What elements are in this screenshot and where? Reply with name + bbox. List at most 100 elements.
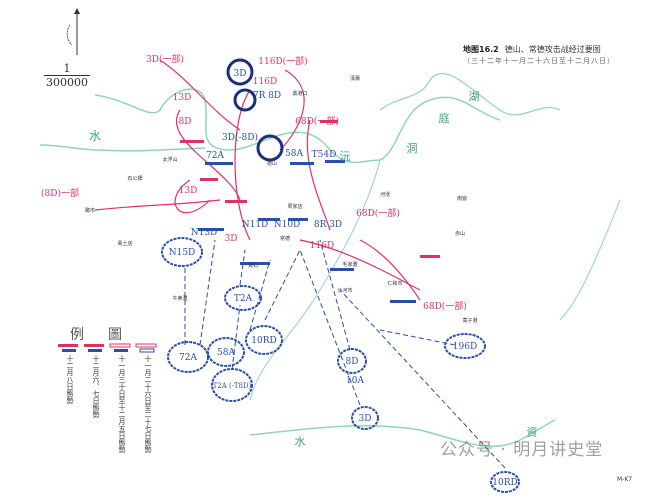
place-name: 石公橋: [127, 175, 142, 182]
scale-denominator: 300000: [44, 75, 90, 89]
place-name: 太浮山: [162, 156, 177, 163]
legend-symbol-nov26: [135, 343, 157, 353]
blue-route: [319, 239, 351, 351]
units: 3D(一部)13D8D116D(一部)116D68D(一部)13D3D116D6…: [41, 53, 520, 493]
front-line-marker: [390, 300, 416, 303]
water-label: 水: [295, 435, 306, 448]
place-name: 常德: [280, 235, 290, 242]
unit-ring: [224, 285, 262, 311]
map-name: 德山、常德攻击战经过要图: [504, 45, 601, 54]
legend-title: 例圖: [70, 327, 146, 343]
red-route: [159, 59, 241, 131]
unit-ring: [211, 368, 253, 402]
blue-circled-unit-label: 10RD: [492, 478, 517, 488]
place-name: 黃土店: [117, 240, 132, 247]
map-number: 地图16.2: [463, 45, 499, 54]
unit-ring: [245, 325, 283, 355]
red-unit-label: 116D: [253, 77, 277, 87]
red-route: [299, 239, 421, 291]
map-dates: （三十二年十一月二十六日至十二月八日）: [463, 57, 615, 65]
front-line-marker: [225, 200, 247, 203]
red-route: [279, 69, 305, 151]
legend-label-nov26: 十一月二十六日至二十七日態勢: [144, 355, 152, 453]
place-name: 南嶽: [457, 195, 467, 202]
unit-ring: [337, 348, 367, 374]
unit-ring: [207, 337, 245, 367]
blue-unit-label: N13D: [191, 228, 218, 238]
front-line-marker: [200, 178, 218, 181]
place-name: 牛鼻灘: [172, 295, 187, 302]
blue-route: [299, 249, 361, 406]
blue-circled-unit-label: 3D: [359, 414, 372, 424]
lake-dongting: [379, 72, 561, 116]
front-line-marker: [258, 218, 280, 221]
blue-route: [339, 289, 506, 469]
red-route: [306, 119, 331, 231]
red-route: [174, 179, 211, 214]
blue-circled-unit-label: 8D: [346, 357, 359, 367]
red-route: [94, 199, 221, 211]
legend-label-dec8: 十二月八日態勢: [66, 355, 74, 404]
front-line-marker: [205, 162, 233, 165]
water-label: 沅: [340, 150, 351, 163]
blue-route: [239, 249, 246, 286]
place-names: 陬市德山常德牛鼻灘黃土店石公橋太浮山河洑黃石鼎港口漢壽周家店毛家灘南嶽仁和市蒿子…: [85, 75, 478, 324]
scale: 1 300000: [44, 62, 90, 89]
front-line-marker: [420, 255, 440, 258]
place-name: 河洑: [380, 191, 390, 198]
red-unit-label: 3D(一部): [146, 53, 184, 65]
place-name: 鼎港口: [292, 90, 307, 97]
blue-unit-label: 58A: [285, 149, 303, 159]
river-zi: [249, 419, 556, 448]
movement-routes: [94, 59, 506, 469]
blue-route: [264, 249, 301, 321]
red-unit-label: 3D: [225, 234, 238, 244]
blue-unit-label: 8R 3D: [314, 220, 342, 230]
water-label: 湖: [469, 90, 480, 103]
red-unit-label: 116D: [310, 241, 334, 251]
blue-unit-label: 72A: [206, 151, 224, 161]
red-unit-label: 68D(一部): [356, 207, 400, 219]
blue-route: [199, 239, 216, 346]
red-unit-label: (8D)一部: [41, 187, 79, 199]
water-label: 庭: [439, 111, 450, 125]
blue-route: [379, 329, 456, 346]
legend-label-dec6: 十二月六、七日態勢: [92, 355, 100, 418]
blue-unit-label: 7R 8D: [253, 91, 281, 101]
red-unit-label: 13D: [173, 93, 192, 103]
place-name: 黃石: [248, 262, 258, 269]
red-route: [176, 109, 241, 201]
place-name: 漢壽: [350, 75, 360, 82]
legend-label-nov30: 十一月三十日至十二月五日態勢: [118, 355, 126, 453]
unit-ring: [444, 333, 486, 359]
unit-ring: [161, 237, 203, 267]
river-yuan: [94, 88, 501, 164]
blue-circled-unit-label: 10RD: [251, 336, 276, 346]
red-unit-label: 8D: [179, 117, 192, 127]
scale-numerator: 1: [63, 62, 71, 75]
red-route: [234, 89, 251, 241]
place-name: 赤山: [455, 230, 465, 237]
place-name: 沙河市: [337, 287, 352, 294]
blue-circled-unit-label: T2A: [234, 294, 253, 304]
front-line-marker: [290, 162, 314, 165]
red-unit-label: 68D(一部): [423, 300, 467, 312]
blue-unit-label: N10D: [274, 220, 301, 230]
unit-ring: [490, 471, 520, 493]
blue-unit-label: T54D: [312, 150, 337, 160]
red-route: [359, 239, 421, 301]
legend-symbols: [58, 343, 157, 353]
legend-symbol-dec6: [84, 344, 104, 352]
red-unit-label: 68D(一部): [295, 115, 339, 127]
blue-circled-unit-label: T2A (-T8D): [213, 382, 252, 390]
blue-unit-label: 3D(-8D): [222, 132, 258, 143]
rivers: [39, 72, 621, 448]
front-line-marker: [288, 218, 308, 221]
place-name: 毛家灘: [342, 261, 357, 268]
water-label: 水: [89, 129, 101, 143]
legend-symbol-nov30: [109, 343, 131, 352]
river-mid: [249, 159, 381, 401]
blue-unit-label: N11D: [242, 220, 269, 230]
north-arrow-icon: [66, 8, 80, 55]
blue-circled-unit-label: N15D: [169, 248, 196, 258]
